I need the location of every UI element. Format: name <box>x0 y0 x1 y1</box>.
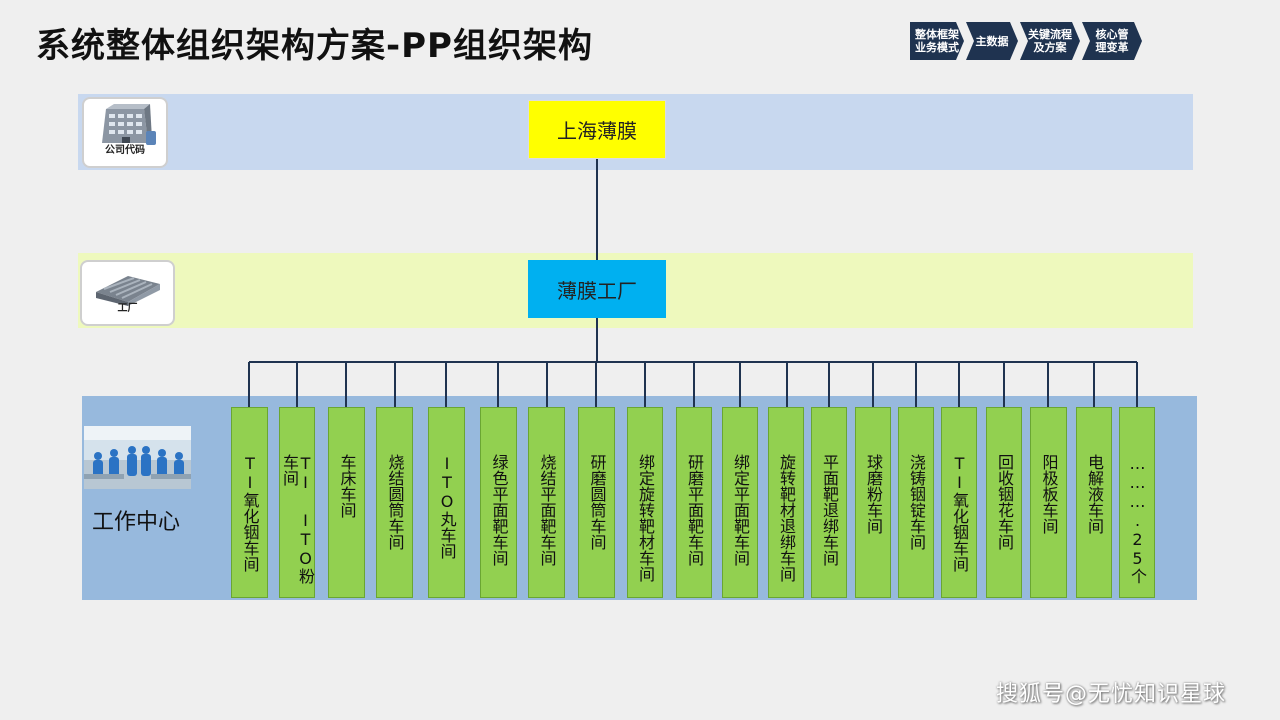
workshop-label: 烧结平面靶车间 <box>537 454 557 566</box>
company-code-card: 公司代码 <box>82 97 168 168</box>
workshop-node[interactable]: 球磨粉车间 <box>855 407 891 598</box>
workshop-label: 研磨平面靶车间 <box>685 454 704 566</box>
workshop-node[interactable]: 绑定旋转靶材车间 <box>627 407 663 598</box>
workshop-label: TI氧化铟车间 <box>240 454 260 572</box>
workshop-label: 绑定旋转靶材车间 <box>636 454 655 582</box>
workshop-label: 电解液车间 <box>1085 454 1104 534</box>
workshop-node[interactable]: 浇铸铟锭车间 <box>898 407 934 598</box>
nav-step-master-data[interactable]: 主数据 <box>966 22 1018 60</box>
workshop-node[interactable]: 回收铟花车间 <box>986 407 1022 598</box>
workshop-label: 浇铸铟锭车间 <box>907 454 926 550</box>
factory-building-icon <box>96 276 160 306</box>
company-node[interactable]: 上海薄膜 <box>528 100 666 159</box>
factory-node[interactable]: 薄膜工厂 <box>528 260 666 318</box>
workshop-label: ITO丸车间 <box>437 454 457 559</box>
factory-caption: 工厂 <box>117 303 138 314</box>
work-center-label: 工作中心 <box>92 510 181 535</box>
company-code-caption: 公司代码 <box>105 145 145 156</box>
workshop-label: 阳极板车间 <box>1039 454 1059 534</box>
workshop-node[interactable]: TI氧化铟车间 <box>941 407 977 598</box>
workshop-node[interactable]: 研磨平面靶车间 <box>676 407 712 598</box>
nav-step-core-change[interactable]: 核心管 理变革 <box>1082 22 1142 60</box>
watermark: 搜狐号@无忧知识星球 <box>996 682 1227 707</box>
workshop-node[interactable]: TI氧化铟车间 <box>231 407 268 598</box>
workshop-label: 烧结圆筒车间 <box>385 454 405 550</box>
workshop-node[interactable]: ……….25个 <box>1119 407 1155 598</box>
workshop-node[interactable]: 平面靶退绑车间 <box>811 407 847 598</box>
workshop-label: 回收铟花车间 <box>995 454 1014 550</box>
workshop-node[interactable]: 烧结平面靶车间 <box>528 407 565 598</box>
office-building-icon <box>102 104 156 145</box>
workshop-label: 车床车间 <box>337 454 357 518</box>
workshop-node[interactable]: TI ITO粉车间 <box>279 407 315 598</box>
workshop-node[interactable]: 烧结圆筒车间 <box>376 407 413 598</box>
workshop-label: 绿色平面靶车间 <box>489 454 509 566</box>
workshop-node[interactable]: 绿色平面靶车间 <box>480 407 517 598</box>
nav-step-key-process[interactable]: 关键流程 及方案 <box>1020 22 1080 60</box>
workshop-label: 研磨圆筒车间 <box>587 454 607 550</box>
workshop-node[interactable]: 车床车间 <box>328 407 365 598</box>
workshop-label: ……….25个 <box>1128 454 1147 584</box>
workshop-label: TI氧化铟车间 <box>950 454 969 572</box>
workshop-label: 平面靶退绑车间 <box>820 454 839 566</box>
workers-photo-icon <box>84 426 191 489</box>
page-title: 系统整体组织架构方案-PP组织架构 <box>36 26 593 66</box>
process-nav: 整体框架 业务模式 主数据 关键流程 及方案 核心管 理变革 <box>910 22 1144 60</box>
workshop-label: 球磨粉车间 <box>864 454 883 534</box>
workshop-node[interactable]: 研磨圆筒车间 <box>578 407 615 598</box>
workshop-node[interactable]: 阳极板车间 <box>1030 407 1067 598</box>
workshop-node[interactable]: 绑定平面靶车间 <box>722 407 758 598</box>
workshop-node[interactable]: 电解液车间 <box>1076 407 1112 598</box>
factory-card: 工厂 <box>80 260 175 326</box>
nav-step-framework[interactable]: 整体框架 业务模式 <box>910 22 964 60</box>
workshop-node[interactable]: 旋转靶材退绑车间 <box>768 407 804 598</box>
workshop-label: 旋转靶材退绑车间 <box>777 454 796 582</box>
workshop-label: TI ITO粉车间 <box>280 454 315 584</box>
workshop-label: 绑定平面靶车间 <box>731 454 750 566</box>
workshop-node[interactable]: ITO丸车间 <box>428 407 465 598</box>
